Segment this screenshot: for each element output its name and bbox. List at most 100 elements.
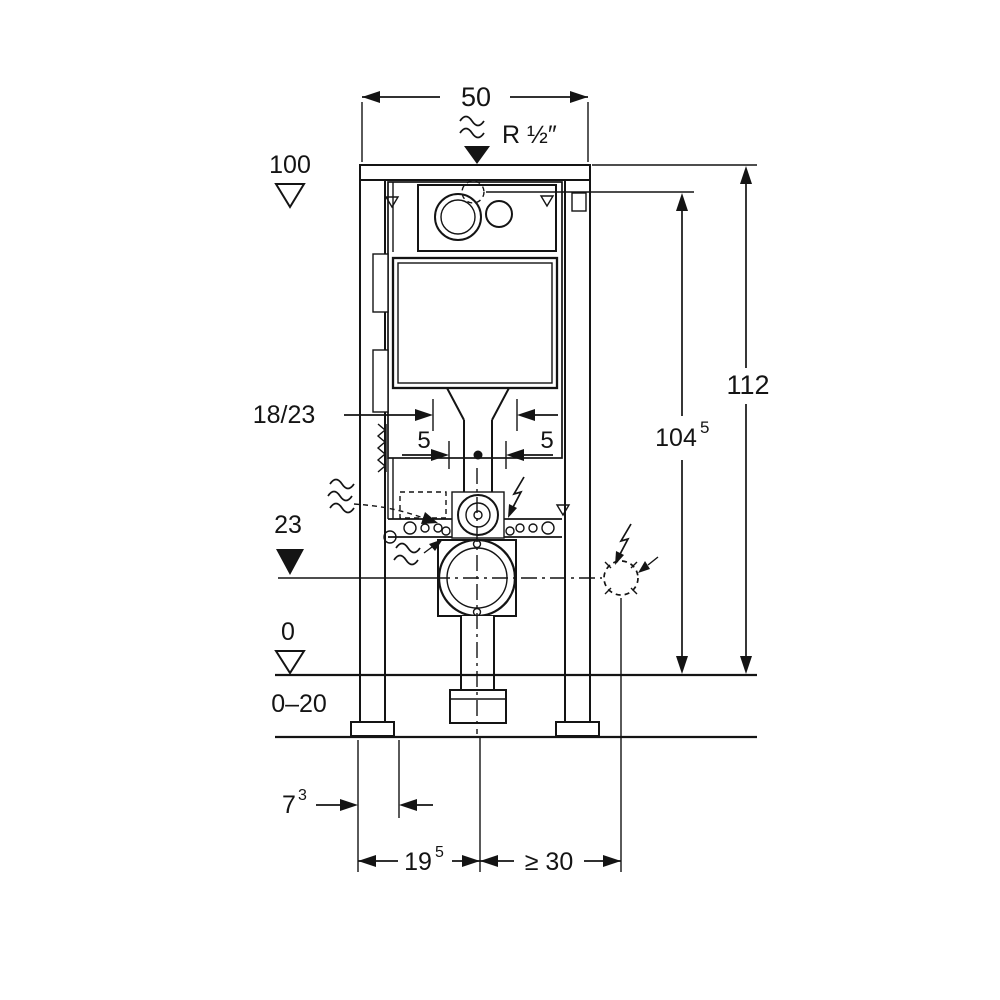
dimension-arrow [506,449,524,461]
height-actuator-label: 104 [655,424,697,452]
height-total-label: 112 [726,370,769,400]
dimension-arrow [740,166,752,184]
dimension-arrow [431,449,449,461]
fixing-hole [420,523,430,533]
dim-height-total: 112 [592,164,770,674]
fixing-bolt [441,526,451,536]
rail-bracket [372,349,389,413]
water-level-mark-icon [384,196,400,209]
panel-outline [391,256,559,390]
flush-button-small [485,200,513,228]
dimension-arrow [517,409,535,421]
dimension-arrow [399,799,417,811]
wc-connection [457,494,499,536]
outlet-pipe [449,616,507,724]
floor-buildup-label: 0–20 [271,690,327,718]
junction-box-marker [603,560,639,596]
dimension-arrow [462,855,480,867]
width-top-label: 50 [461,82,491,112]
clearance-side-label: ≥ 30 [525,848,573,876]
fixing-hole [528,523,538,533]
flush-button-large-inner [440,199,476,235]
dim-bottom: 7 3 19 5 ≥ 30 [282,598,622,876]
wc-connection-inner [465,502,491,528]
protection-panel [391,256,559,390]
electrical-connections [508,476,659,596]
floor-lines [275,673,757,739]
level-marker-open-icon [274,183,306,209]
outlet-pipe-walls [460,616,495,690]
junction-arrow [638,561,650,573]
frame-right-rail [564,179,591,723]
dim-flush-bend: 18/23 [253,399,558,431]
frame-right-foot [555,721,600,737]
hose-arrow [421,512,438,524]
flush-pipe [463,420,493,492]
panel-inner-line [397,262,553,384]
frame-top-rail [359,164,591,181]
filling-hose-lines [387,458,394,519]
dimension-arrow [603,855,621,867]
water-supply-icon [459,115,485,139]
dimension-arrow [740,656,752,674]
extension-line [361,102,589,162]
flex-hose-icon [393,542,421,566]
depth-front-sup: 3 [298,787,307,804]
threaded-rod [376,423,387,473]
level-markers: 100 23 0 0–20 [269,151,327,718]
dim-offsets: 5 5 [402,427,554,469]
mounting-bar-lines [388,518,562,538]
flush-bend-label: 18/23 [253,401,316,429]
lightning-icon [617,523,632,559]
dimension-arrow [676,656,688,674]
lightning-arrowhead [508,504,517,518]
drain-elbow [449,689,507,724]
fixing-hole [515,523,525,533]
fixing-hole [541,521,555,535]
fixing-hole [403,521,417,535]
dimension-arrow [358,855,376,867]
dim-height-actuator: 104 5 [486,191,709,674]
level-23-label: 23 [274,511,302,539]
frame-left-foot [350,721,395,737]
flush-bend [446,387,510,421]
dim-width-top: 50 [361,82,589,162]
wc-connection-center [473,510,483,520]
water-level-mark-icon [555,504,571,517]
dimension-arrow [415,409,433,421]
height-actuator-sup: 5 [700,418,709,437]
dimension-arrow [676,193,688,211]
actuator-reference-circle [461,180,485,204]
water-inlet-arrow [464,146,490,164]
center-mark [473,450,483,460]
fixing-clip [571,192,587,212]
water-supply: R ½″ [459,115,557,164]
rail-bracket [372,253,389,313]
dimension-arrow [362,91,380,103]
junction-arrow-line [647,556,659,566]
dimension-arrow [480,855,498,867]
offset-left-label: 5 [417,427,430,454]
outlet-setback-sup: 5 [435,844,444,861]
hose-dashed-path [353,503,427,520]
dimension-tick [432,399,518,431]
extension-line [357,598,622,872]
level-marker-filled-icon [276,549,304,575]
fixing-hole [433,523,443,533]
flush-plate [417,184,557,252]
flush-button-large [434,193,482,241]
lightning-icon [510,476,525,512]
fixing-bolt [505,526,515,536]
flush-pipe-assembly [387,387,510,539]
outlet-setback-label: 19 [404,848,432,876]
junction-box-ticks [604,561,638,595]
depth-front-label: 7 [282,791,296,819]
level-0-label: 0 [281,618,295,646]
centerlines [278,468,602,734]
mounting-bar [388,504,571,538]
hose-arrow [429,539,443,551]
level-marker-open-icon [274,650,306,675]
flex-hose-icon [327,478,355,514]
